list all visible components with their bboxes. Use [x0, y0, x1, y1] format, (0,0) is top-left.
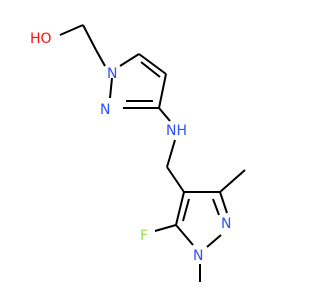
amine-label: NH	[166, 123, 187, 139]
lower-ring-n2-label: N	[221, 216, 231, 232]
lower-ring-n1-label: N	[193, 248, 203, 264]
bond-c5-c4-inner	[140, 61, 161, 78]
molecule-structure: HO N N NH N N F	[30, 24, 246, 282]
bond-n1prime-c5prime	[175, 224, 194, 246]
bond-o-c1	[59, 24, 84, 36]
bond-c2-n1	[95, 49, 106, 67]
hydroxyl-label: HO	[30, 31, 52, 47]
bond-c5prime-c4prime	[175, 191, 185, 226]
upper-ring-n2-label: N	[100, 102, 110, 118]
bond-c4-c3	[158, 73, 167, 109]
bond-c3prime-methyl	[219, 169, 246, 193]
bond-n1-c5	[119, 53, 140, 67]
bond-ch2-c4prime	[166, 166, 185, 193]
bond-c3prime-n2prime-inner	[212, 198, 220, 216]
bond-c5-c4	[138, 53, 167, 75]
bond-c5prime-c4prime-inner	[182, 198, 190, 222]
bond-c5prime-f	[154, 224, 177, 232]
bond-n2-n1	[109, 77, 113, 99]
fluorine-label: F	[140, 228, 148, 244]
bond-n2prime-n1prime	[206, 234, 222, 248]
bond-c3prime-n2prime	[219, 191, 228, 214]
bond-c1-c2	[82, 24, 97, 51]
bond-nh-ch2	[166, 139, 176, 168]
upper-ring-n1-label: N	[107, 66, 117, 82]
bond-c3-nh	[158, 107, 171, 122]
